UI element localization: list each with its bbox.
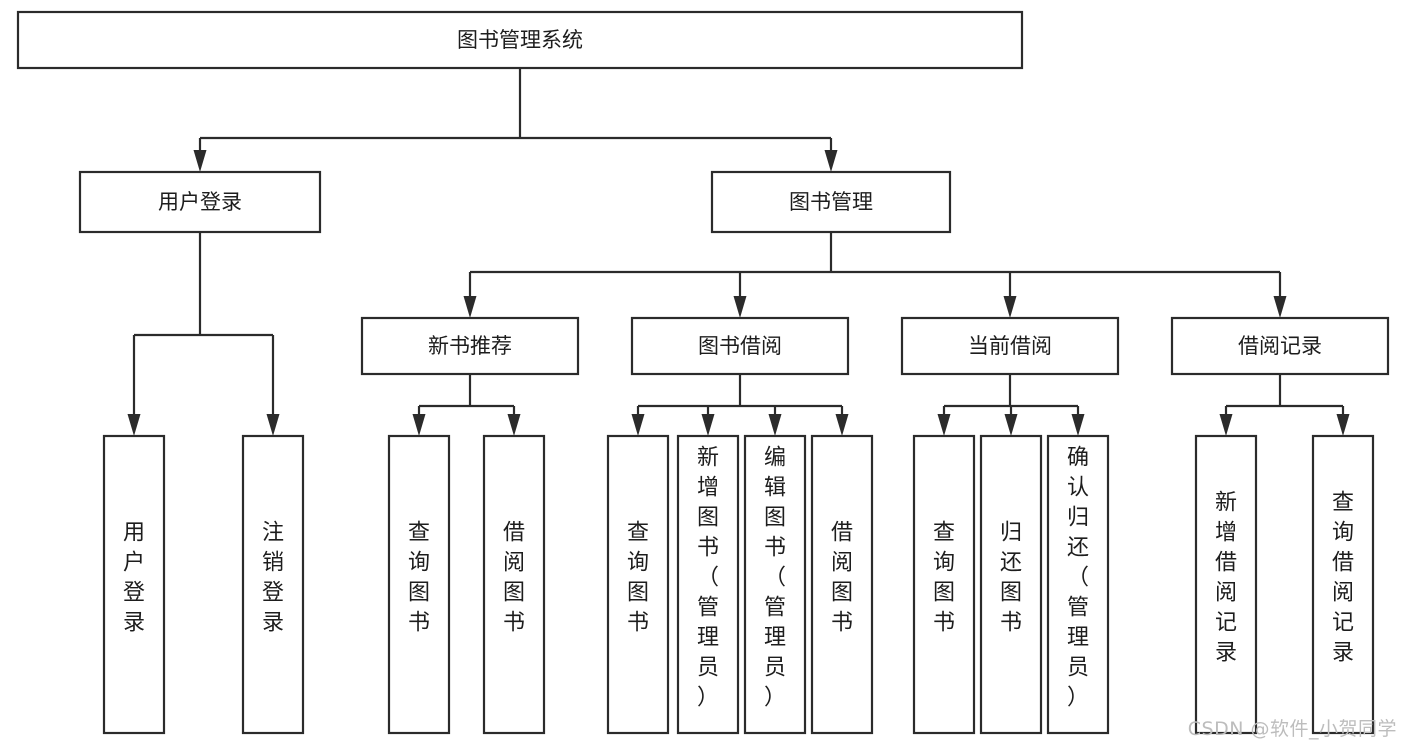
node-label: 借阅记录 [1238, 334, 1322, 358]
arrow-head-icon [1219, 414, 1233, 436]
node-box[interactable] [630, 316, 850, 376]
node-label: 查询借阅记录 [1332, 491, 1354, 666]
node-label: 借阅图书 [831, 521, 853, 636]
node-leaf-return-book[interactable]: 归还图书 [979, 434, 1043, 735]
node-box[interactable] [676, 434, 740, 735]
node-box[interactable] [810, 434, 874, 735]
node-book-borrow[interactable]: 图书借阅 [630, 316, 850, 376]
node-borrow-record[interactable]: 借阅记录 [1170, 316, 1390, 376]
arrow-head-icon [631, 414, 645, 436]
arrow-head-icon [127, 414, 141, 436]
node-label: 当前借阅 [968, 334, 1052, 358]
node-box[interactable] [241, 434, 305, 735]
node-new-book-rec[interactable]: 新书推荐 [360, 316, 580, 376]
node-label: 归还图书 [1000, 521, 1022, 636]
node-user-login[interactable]: 用户登录 [78, 170, 322, 234]
node-label: 查询图书 [627, 521, 649, 636]
arrow-head-icon [733, 296, 747, 318]
node-box[interactable] [743, 434, 807, 735]
node-box[interactable] [606, 434, 670, 735]
node-box[interactable] [1194, 434, 1258, 735]
node-leaf-add-record[interactable]: 新增借阅记录 [1194, 434, 1258, 735]
node-label: 注销登录 [262, 521, 284, 636]
connector-group [463, 232, 1287, 318]
node-leaf-query-book-2[interactable]: 查询图书 [606, 434, 670, 735]
node-label: 借阅图书 [503, 521, 525, 636]
node-label: 图书借阅 [698, 334, 782, 358]
arrow-head-icon [835, 414, 849, 436]
node-leaf-user-login[interactable]: 用户登录 [102, 434, 166, 735]
node-box[interactable] [1170, 316, 1390, 376]
node-box[interactable] [102, 434, 166, 735]
arrow-head-icon [1004, 414, 1018, 436]
node-root[interactable]: 图书管理系统 [16, 10, 1024, 70]
node-box[interactable] [16, 10, 1024, 70]
node-leaf-query-book-1[interactable]: 查询图书 [387, 434, 451, 735]
node-box[interactable] [912, 434, 976, 735]
arrow-head-icon [463, 296, 477, 318]
arrow-head-icon [507, 414, 521, 436]
arrow-head-icon [1003, 296, 1017, 318]
connector-group [937, 374, 1085, 436]
node-label: 新增借阅记录 [1215, 491, 1237, 666]
node-box[interactable] [360, 316, 580, 376]
node-label: 图书管理系统 [457, 28, 583, 52]
arrow-head-icon [1071, 414, 1085, 436]
arrow-head-icon [824, 150, 838, 172]
arrow-head-icon [701, 414, 715, 436]
node-box[interactable] [78, 170, 322, 234]
csdn-watermark: CSDN @软件_小贺同学 [1187, 718, 1397, 740]
node-box[interactable] [387, 434, 451, 735]
arrow-head-icon [1336, 414, 1350, 436]
node-box[interactable] [900, 316, 1120, 376]
node-leaf-query-record[interactable]: 查询借阅记录 [1311, 434, 1375, 735]
node-label: 用户登录 [158, 190, 242, 214]
node-label: 新增图书（管理员） [697, 446, 719, 711]
node-label: 编辑图书（管理员） [764, 446, 786, 711]
arrow-head-icon [412, 414, 426, 436]
node-label: 查询图书 [933, 521, 955, 636]
connector-group [631, 374, 849, 436]
connector-layer [127, 68, 1350, 436]
connector-group [127, 232, 280, 436]
node-box[interactable] [482, 434, 546, 735]
node-leaf-borrow-book-1[interactable]: 借阅图书 [482, 434, 546, 735]
node-label: 新书推荐 [428, 334, 512, 358]
arrow-head-icon [937, 414, 951, 436]
node-leaf-borrow-book-2[interactable]: 借阅图书 [810, 434, 874, 735]
node-layer: 图书管理系统用户登录图书管理新书推荐图书借阅当前借阅借阅记录用户登录注销登录查询… [16, 10, 1390, 735]
node-box[interactable] [1046, 434, 1110, 735]
node-current-borrow[interactable]: 当前借阅 [900, 316, 1120, 376]
connector-group [193, 68, 838, 172]
node-label: 用户登录 [123, 521, 145, 636]
node-leaf-edit-book[interactable]: 编辑图书（管理员） [743, 434, 807, 735]
connector-group [1219, 374, 1350, 436]
node-leaf-logout[interactable]: 注销登录 [241, 434, 305, 735]
node-box[interactable] [1311, 434, 1375, 735]
arrow-head-icon [768, 414, 782, 436]
node-book-manage[interactable]: 图书管理 [710, 170, 952, 234]
node-box[interactable] [979, 434, 1043, 735]
connector-group [412, 374, 521, 436]
arrow-head-icon [266, 414, 280, 436]
node-leaf-query-book-3[interactable]: 查询图书 [912, 434, 976, 735]
node-leaf-add-book[interactable]: 新增图书（管理员） [676, 434, 740, 735]
node-label: 查询图书 [408, 521, 430, 636]
node-box[interactable] [710, 170, 952, 234]
node-leaf-confirm-return[interactable]: 确认归还（管理员） [1046, 434, 1110, 735]
node-label: 图书管理 [789, 190, 873, 214]
node-label: 确认归还（管理员） [1067, 446, 1089, 711]
arrow-head-icon [1273, 296, 1287, 318]
arrow-head-icon [193, 150, 207, 172]
